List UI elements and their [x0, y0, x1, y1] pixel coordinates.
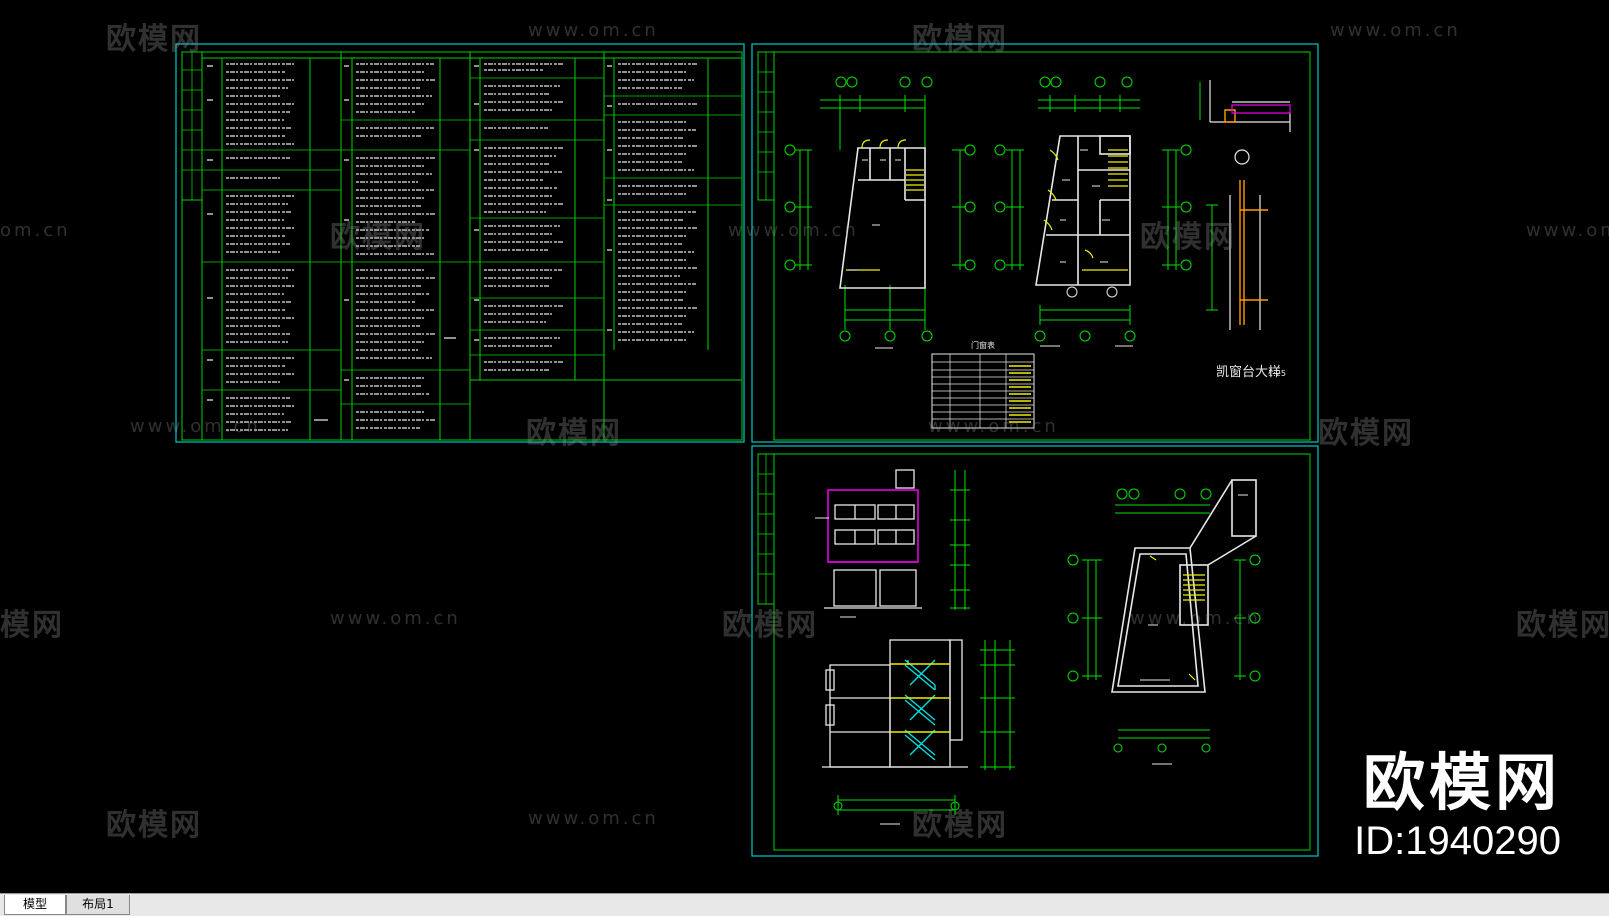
- window-detail-label: 凯窗台大样: [1216, 364, 1281, 380]
- cad-drawing: 门窗表: [175, 43, 1319, 857]
- brand-overlay: 欧模网 ID:1940290: [1354, 748, 1561, 864]
- roof-plan: [1067, 479, 1261, 765]
- layout-tab-bar: 模型 布局1: [0, 893, 1609, 916]
- tab-model[interactable]: 模型: [4, 895, 66, 915]
- window-detail-scale: 1:25: [1268, 369, 1286, 378]
- table-title: 门窗表: [971, 340, 995, 350]
- window-detail: 凯窗台大样 1:25: [1199, 80, 1291, 380]
- brand-logo-text: 欧模网: [1362, 746, 1561, 819]
- plan-ground: [784, 76, 976, 349]
- plan-upper: [994, 76, 1192, 347]
- sheet-notes: [175, 43, 745, 443]
- section-view: [822, 639, 1015, 825]
- sheet-plans: 门窗表: [751, 43, 1319, 443]
- tab-layout1[interactable]: 布局1: [66, 895, 130, 915]
- drawing-canvas[interactable]: 门窗表: [0, 0, 1609, 893]
- door-window-table: 门窗表: [931, 340, 1035, 429]
- brand-id: ID:1940290: [1354, 819, 1561, 863]
- sheet-elevations: [751, 445, 1319, 857]
- front-elevation: [815, 469, 970, 618]
